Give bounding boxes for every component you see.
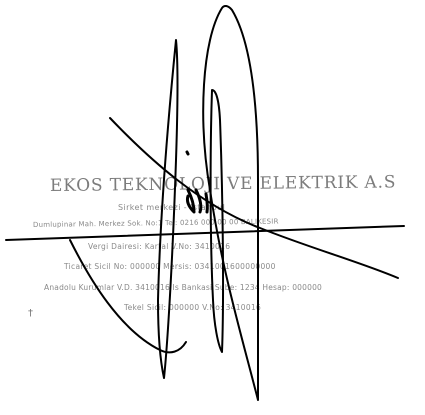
stamp-mark: † (28, 308, 33, 319)
stamp-line-3: Vergi Dairesi: Kartal V.No: 3410016 (88, 242, 231, 251)
signature-strokes (5, 4, 405, 401)
stamp-line-5: Anadolu Kurumlar V.D. 3410016 Is Bankasi… (44, 283, 323, 292)
stamp-line-6: Tekel Sicil: 000000 V.No: 3410016 (124, 303, 262, 312)
stamp-line-1: Sirket merkezi - Istanbul (118, 203, 226, 212)
stamp-line-4: Ticaret Sicil No: 000000 Mersis: 0341001… (64, 262, 276, 271)
